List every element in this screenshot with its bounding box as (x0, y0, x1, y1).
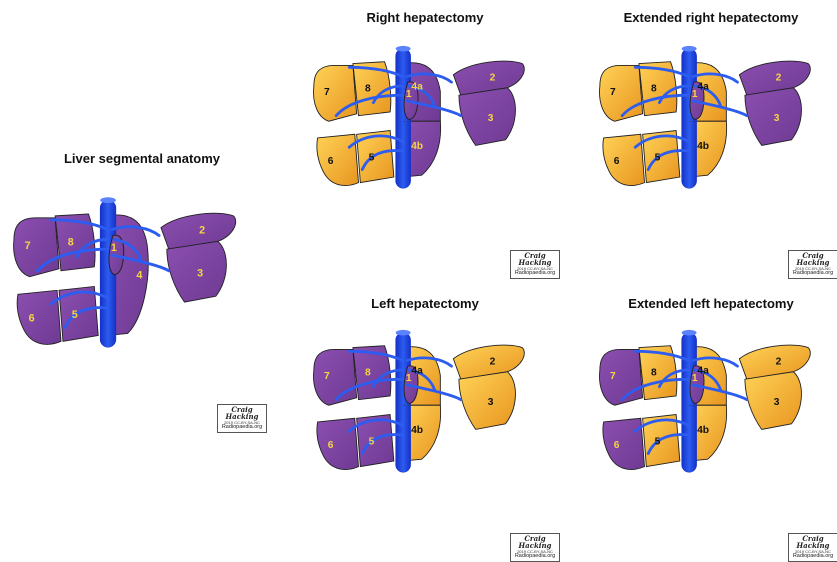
segment-label-8: 8 (68, 236, 74, 248)
segment-label-7: 7 (324, 371, 330, 382)
segment-label-1: 1 (111, 242, 117, 254)
segment-label-4a: 4a (411, 366, 423, 377)
segment-label-2: 2 (776, 72, 782, 83)
liver-segment-6 (317, 418, 359, 469)
credit-box-4: Craig Hacking 2019 CC-BY-SA-NC Radiopaed… (510, 533, 560, 562)
segment-label-8: 8 (365, 367, 371, 378)
credit-box-5: Craig Hacking 2019 CC-BY-SA-NC Radiopaed… (788, 533, 837, 562)
segment-label-6: 6 (29, 313, 35, 325)
segment-label-5: 5 (655, 152, 661, 163)
segment-label-4b: 4b (697, 141, 709, 152)
liver-segment-6 (17, 290, 61, 344)
liver-segment-6 (317, 134, 359, 185)
credit-site: Radiopaedia.org (511, 554, 559, 560)
credit-signature: Craig Hacking (218, 406, 266, 421)
segment-label-6: 6 (614, 440, 620, 451)
segment-label-8: 8 (365, 83, 371, 94)
segment-label-4b: 4b (411, 425, 423, 436)
segment-label-3: 3 (774, 397, 780, 408)
credit-box-1: Craig Hacking 2019 CC-BY-SA-NC Radiopaed… (217, 404, 267, 433)
credit-box-3: Craig Hacking 2019 CC-BY-SA-NC Radiopaed… (788, 250, 837, 279)
liver-segment-6 (603, 418, 645, 469)
segment-label-3: 3 (197, 268, 203, 280)
segment-label-7: 7 (324, 87, 330, 98)
credit-signature: Craig Hacking (511, 252, 559, 267)
liver-panel-1: 7814a23654b (314, 46, 525, 188)
ivc-top (396, 330, 411, 336)
ivc-top (682, 330, 697, 336)
segment-label-2: 2 (776, 356, 782, 367)
segment-label-6: 6 (328, 440, 334, 451)
segment-label-4a: 4a (697, 366, 709, 377)
ivc-top (682, 46, 697, 52)
segment-label-4a: 4a (411, 82, 423, 93)
credit-box-2: Craig Hacking 2019 CC-BY-SA-NC Radiopaed… (510, 250, 560, 279)
segment-label-4b: 4b (411, 141, 423, 152)
segment-label-2: 2 (490, 356, 496, 367)
segment-label-2: 2 (490, 72, 496, 83)
liver-segment-7 (314, 349, 357, 405)
segment-label-4: 4 (136, 270, 142, 282)
ivc-top (100, 197, 116, 203)
credit-signature: Craig Hacking (511, 535, 559, 550)
credit-signature: Craig Hacking (789, 535, 837, 550)
liver-segment-7 (600, 349, 643, 405)
segment-label-8: 8 (651, 367, 657, 378)
segment-label-5: 5 (369, 152, 375, 163)
segment-label-5: 5 (72, 309, 78, 321)
segment-label-7: 7 (25, 240, 31, 252)
credit-site: Radiopaedia.org (789, 554, 837, 560)
liver-segment-7 (14, 218, 59, 277)
segment-label-4a: 4a (697, 82, 709, 93)
segment-label-6: 6 (328, 156, 334, 167)
segment-label-7: 7 (610, 87, 616, 98)
segment-label-5: 5 (655, 436, 661, 447)
segment-label-2: 2 (199, 225, 205, 237)
segment-label-6: 6 (614, 156, 620, 167)
credit-signature: Craig Hacking (789, 252, 837, 267)
segment-label-3: 3 (488, 113, 494, 124)
segment-label-7: 7 (610, 371, 616, 382)
credit-site: Radiopaedia.org (511, 271, 559, 277)
liver-segment-6 (603, 134, 645, 185)
segment-label-8: 8 (651, 83, 657, 94)
segment-label-3: 3 (774, 113, 780, 124)
ivc-top (396, 46, 411, 52)
credit-site: Radiopaedia.org (789, 271, 837, 277)
liver-segment-7 (314, 65, 357, 121)
segment-label-4b: 4b (697, 425, 709, 436)
segment-label-5: 5 (369, 436, 375, 447)
liver-segment-7 (600, 65, 643, 121)
liver-panel-0: 7 8 1 4 2 3 6 5 (14, 197, 236, 347)
credit-site: Radiopaedia.org (218, 425, 266, 431)
segment-label-3: 3 (488, 397, 494, 408)
